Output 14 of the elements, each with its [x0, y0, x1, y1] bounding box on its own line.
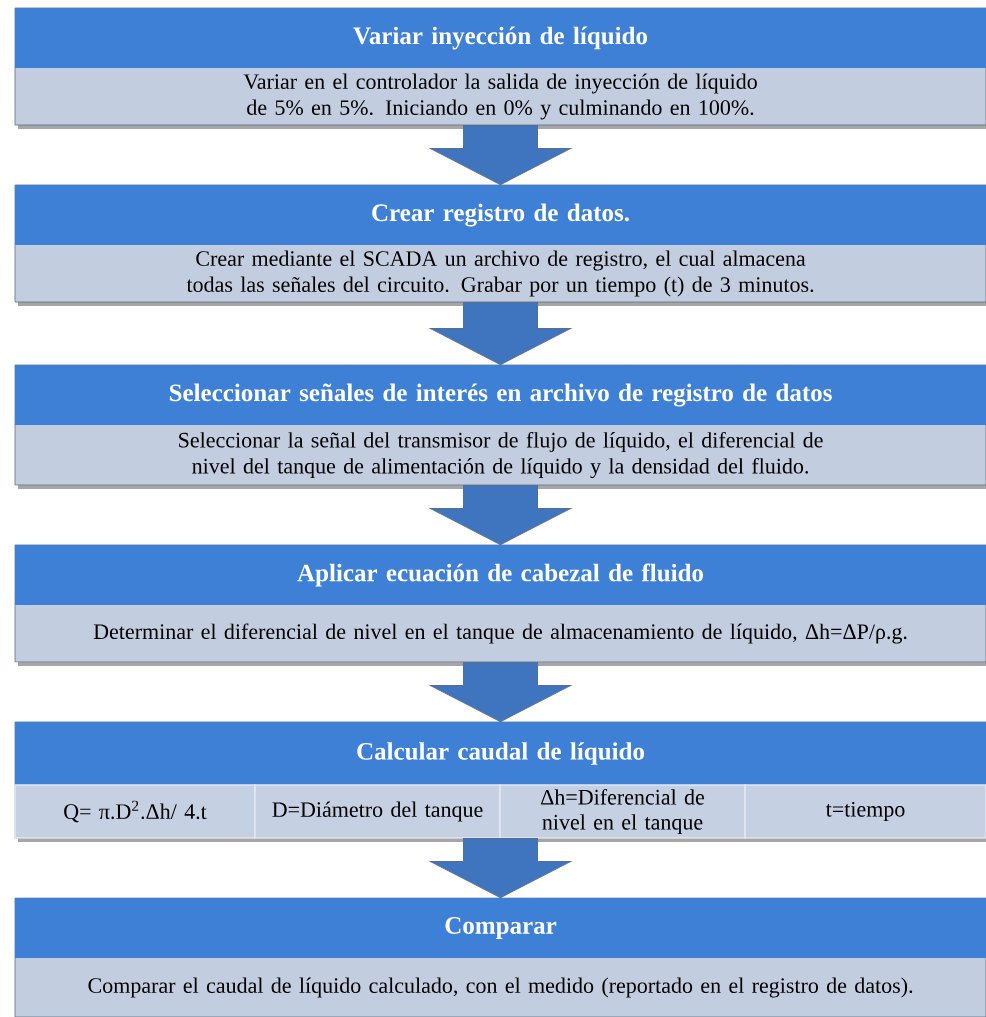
- table-cell: t=tiempo: [744, 784, 986, 839]
- table-cell: D=Diámetro del tanque: [254, 784, 501, 839]
- step-box: Variar inyección de líquido Variar en el controlador la salida de inyección de líquido de 5% en 5%. Iniciando en 0% y culminando en 100%.: [14, 7, 986, 129]
- block-arrow: [430, 484, 571, 546]
- step-box: Crear registro de datos. Crear mediante el SCADA un archivo de registro, el cual almacena todas las señales del circuito. Grabar por un tiempo (t) de 3 minutos.: [14, 184, 986, 306]
- step-box: Comparar Comparar el caudal de líquido calculado, con el medido (reportado en el registro de datos).: [14, 897, 986, 1017]
- table-cell: Q= π.D$^{2}$.Δh/ 4.t: [14, 784, 256, 839]
- block-arrow: [430, 301, 571, 366]
- step-box: Seleccionar señales de interés en archivo de registro de datos Seleccionar la señal del transmisor de flujo de líquido, el diferencial de nivel del tanque de alimentación de líquido y la densidad del fluido.: [14, 364, 986, 489]
- block-arrow: [430, 124, 571, 186]
- step-box: Aplicar ecuación de cabezal de fluido Determinar el diferencial de nivel en el tanque de almacenamiento de líquido, Δh=ΔP/ρ.g.: [14, 544, 986, 666]
- block-arrow: [430, 661, 571, 723]
- table-cell: Δh=Diferencial de nivel en el tanque: [499, 784, 746, 839]
- block-arrow: [430, 837, 571, 899]
